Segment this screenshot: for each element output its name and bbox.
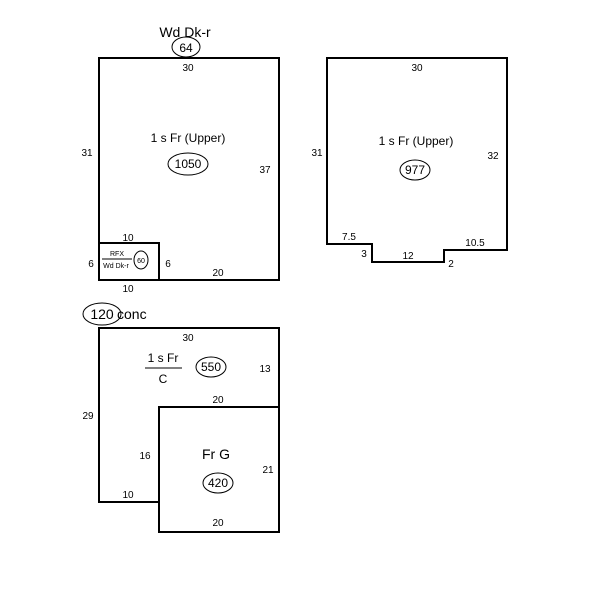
main-label-bottom: C	[159, 372, 168, 386]
main-right-dim: 13	[259, 364, 271, 375]
garage-area-oval	[202, 472, 234, 494]
upper1-left-dim: 31	[81, 148, 93, 159]
upper2-right-step-dim: 2	[448, 259, 454, 270]
upper2-label: 1 s Fr (Upper)	[379, 134, 454, 148]
conc-label: conc	[117, 306, 147, 322]
rfx-label-top: RFX	[110, 251, 124, 258]
rfx-deck-outline	[98, 242, 160, 281]
main-left-dim: 29	[82, 411, 94, 422]
upper2-left-step-dim: 3	[361, 249, 367, 260]
rfx-area-oval	[133, 250, 149, 270]
upper1-top-dim: 30	[182, 63, 194, 74]
main-top-dim: 30	[182, 333, 194, 344]
upper2-outline	[326, 57, 508, 263]
garage-area: 420	[208, 476, 228, 490]
main-inner-dim: 16	[139, 451, 151, 462]
upper2-area: 977	[405, 163, 425, 177]
upper2-right-dim: 32	[487, 151, 499, 162]
upper1-area: 1050	[175, 157, 202, 171]
upper2-right-bottom-dim: 10.5	[465, 238, 485, 249]
upper2-left-dim: 31	[311, 148, 323, 159]
upper2-area-oval	[399, 159, 431, 181]
upper2-left-bottom-dim: 7.5	[342, 232, 356, 243]
deck-area: 64	[179, 41, 193, 55]
garage-right-dim: 21	[262, 465, 274, 476]
main-outline	[98, 327, 280, 503]
garage-label: Fr G	[202, 446, 230, 462]
rfx-label-bottom: Wd Dk-r	[103, 263, 129, 270]
main-bottom-dim: 10	[122, 490, 134, 501]
rfx-right-dim: 6	[165, 259, 171, 270]
conc-area: 120	[90, 306, 114, 322]
rfx-area: 60	[137, 258, 145, 265]
garage-outline	[158, 406, 280, 533]
deck-label: Wd Dk-r	[159, 24, 211, 40]
upper2-bottom-dim: 12	[402, 251, 414, 262]
upper1-label: 1 s Fr (Upper)	[151, 131, 226, 145]
main-mid-dim: 20	[212, 395, 224, 406]
conc-area-oval	[82, 302, 122, 326]
rfx-top-dim: 10	[122, 233, 134, 244]
upper1-below-dim: 10	[122, 284, 134, 295]
main-label-top: 1 s Fr	[148, 351, 179, 365]
rfx-left-dim: 6	[88, 259, 94, 270]
main-area-oval	[195, 356, 227, 378]
upper1-bottom-dim: 20	[212, 268, 224, 279]
upper1-area-oval	[167, 152, 209, 176]
main-area: 550	[201, 360, 221, 374]
upper1-outline	[98, 57, 280, 281]
upper2-top-dim: 30	[411, 63, 423, 74]
garage-bottom-dim: 20	[212, 518, 224, 529]
upper1-right-dim: 37	[259, 165, 271, 176]
